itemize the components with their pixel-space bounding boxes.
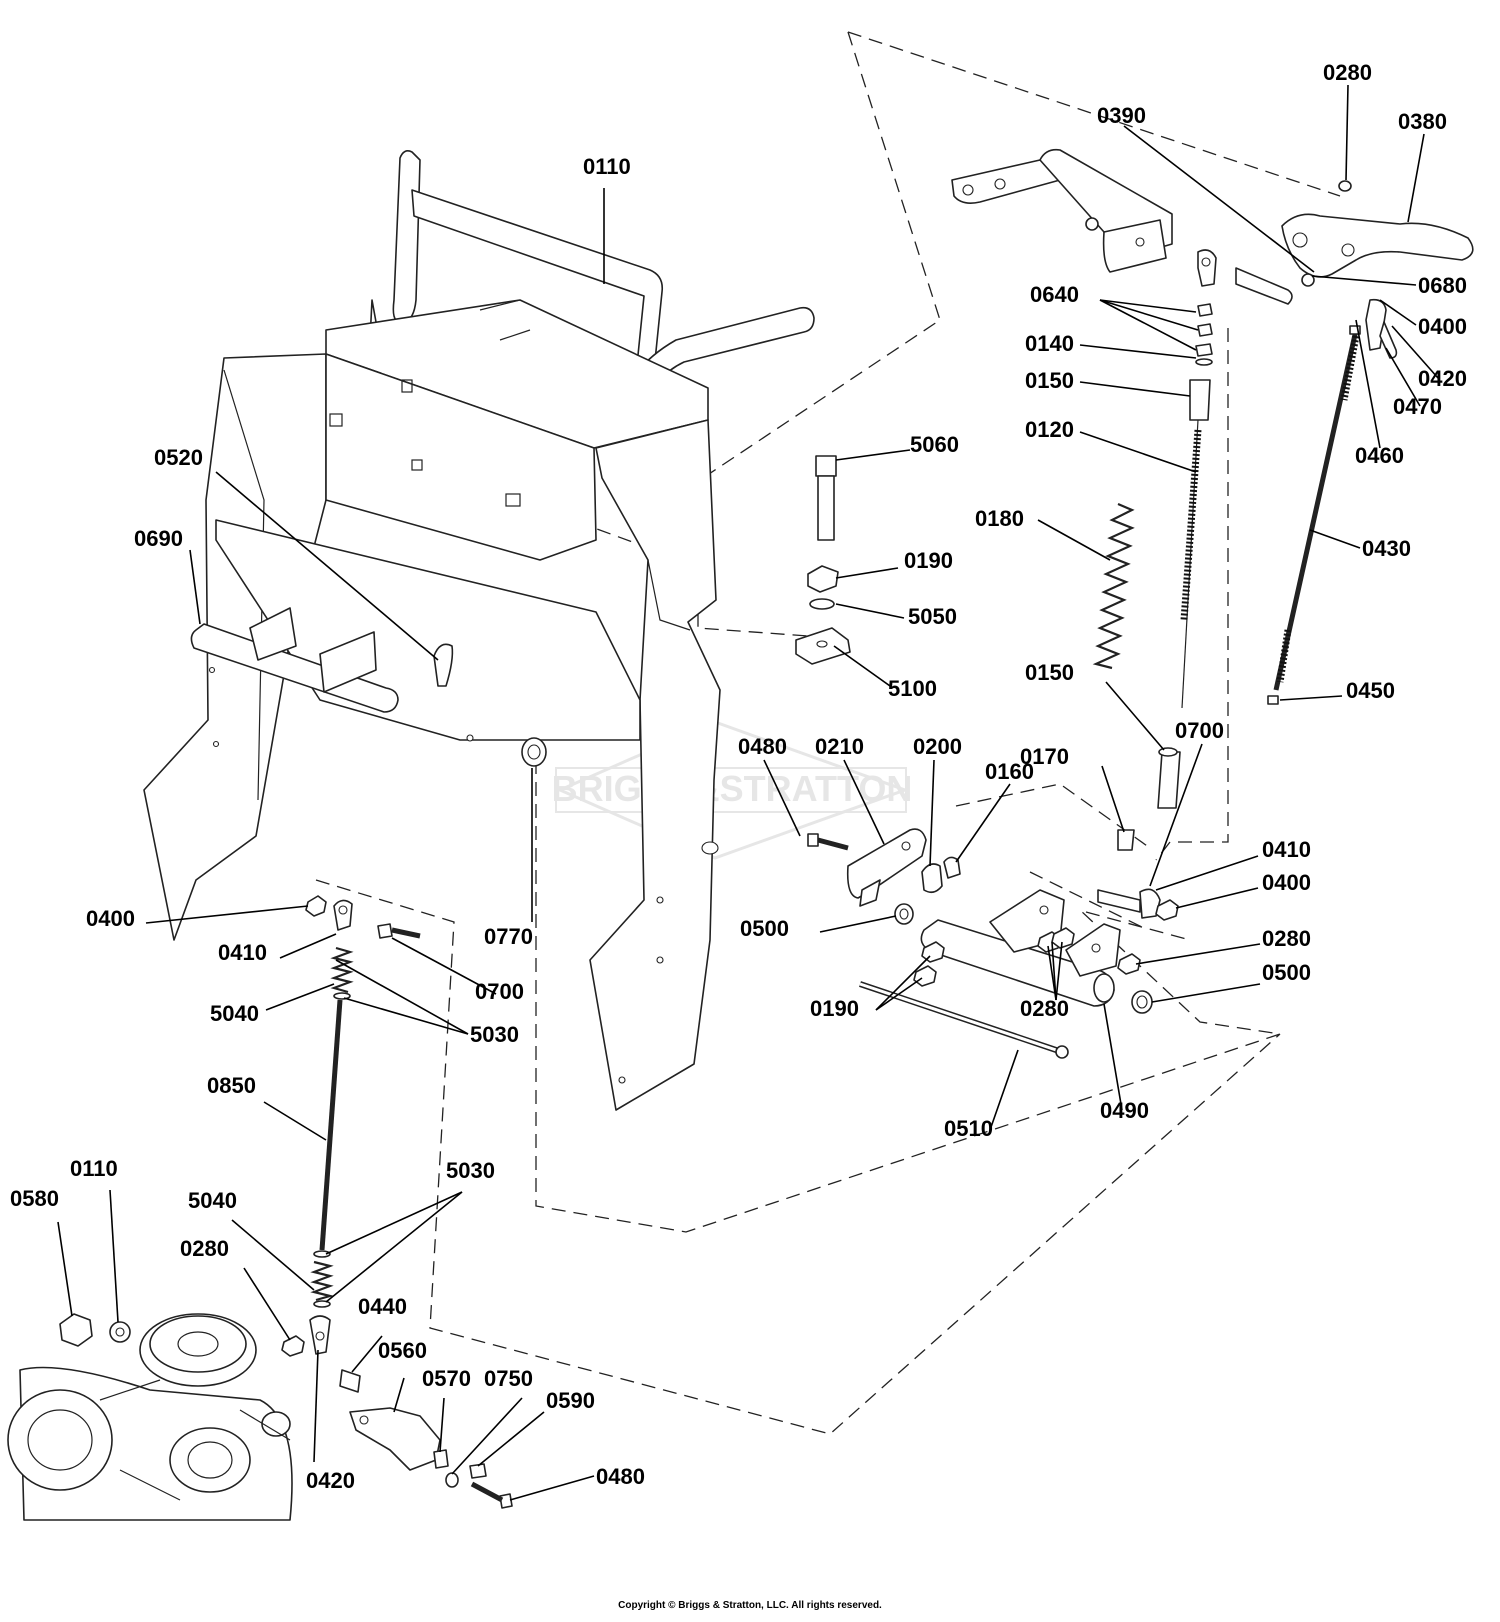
callout-5040-lower: 5040 [188,1188,237,1213]
callout-0420-lower: 0420 [306,1468,355,1493]
callout-0680: 0680 [1418,273,1467,298]
callout-5100: 5100 [888,676,937,701]
callout-0110-lower: 0110 [70,1156,118,1181]
callout-0690: 0690 [134,526,183,551]
callout-0200: 0200 [913,734,962,759]
callout-0850: 0850 [207,1073,256,1098]
callout-0380: 0380 [1398,109,1447,134]
callout-0700-left: 0700 [475,979,524,1004]
callout-0160: 0160 [985,759,1034,784]
callout-0400: 0400 [1418,314,1467,339]
callout-labels: 0110 0280 0390 0380 0640 0680 0140 0400 … [10,60,1467,1493]
rod-0430 [1267,325,1361,705]
callout-0190: 0190 [904,548,953,573]
callout-0470: 0470 [1393,394,1442,419]
callout-0180: 0180 [975,506,1024,531]
watermark-logo: BRIGGS&STRATTON [552,720,913,860]
callout-0500: 0500 [740,916,789,941]
callout-0280: 0280 [1323,60,1372,85]
callout-0570: 0570 [422,1366,471,1391]
callout-0480: 0480 [738,734,787,759]
linkage-rod-0850 [281,895,421,1393]
copyright-notice: Copyright © Briggs & Stratton, LLC. All … [618,1600,882,1611]
callout-0280-lower: 0280 [1020,996,1069,1021]
callout-5050: 5050 [908,604,957,629]
callout-0110: 0110 [583,154,631,179]
callout-0210: 0210 [815,734,864,759]
callout-0770: 0770 [484,924,533,949]
callout-0390: 0390 [1097,103,1146,128]
pivot-shaft-assembly [521,737,1179,1059]
spring-0180 [1092,502,1135,670]
callout-0750: 0750 [484,1366,533,1391]
callout-0480-lower: 0480 [596,1464,645,1489]
callout-0430: 0430 [1362,536,1411,561]
callout-0440: 0440 [358,1294,407,1319]
callout-0400-right: 0400 [1262,870,1311,895]
callout-0700: 0700 [1175,718,1224,743]
callout-0590: 0590 [546,1388,595,1413]
callout-0150: 0150 [1025,368,1074,393]
callout-0400-left: 0400 [86,906,135,931]
callout-0450: 0450 [1346,678,1395,703]
callout-5030: 5030 [470,1022,519,1047]
callout-0150-lower: 0150 [1025,660,1074,685]
transmission-assembly [7,1313,513,1521]
callout-0490: 0490 [1100,1098,1149,1123]
callout-0460: 0460 [1355,443,1404,468]
callout-0190-lower: 0190 [810,996,859,1021]
callout-0640: 0640 [1030,282,1079,307]
callout-0510: 0510 [944,1116,993,1141]
callout-0120: 0120 [1025,417,1074,442]
callout-0420: 0420 [1418,366,1467,391]
control-lever-assembly [951,148,1474,359]
callout-0170: 0170 [1020,744,1069,769]
callout-5030-lower: 5030 [446,1158,495,1183]
leader-lines [57,84,1439,1501]
callout-5040: 5040 [210,1001,259,1026]
callout-0410: 0410 [1262,837,1311,862]
callout-0580: 0580 [10,1186,59,1211]
callout-0280-right: 0280 [1262,926,1311,951]
callout-0560: 0560 [378,1338,427,1363]
handle-frame [143,150,815,1111]
callout-0280-bottom: 0280 [180,1236,229,1261]
callout-0500-right: 0500 [1262,960,1311,985]
callout-5060: 5060 [910,432,959,457]
callout-0140: 0140 [1025,331,1074,356]
bolt-stack-5060 [795,455,851,665]
callout-0410-left: 0410 [218,940,267,965]
watermark-text: BRIGGS&STRATTON [552,768,913,809]
rod-0120-assembly [1117,303,1213,851]
callout-0520: 0520 [154,445,203,470]
